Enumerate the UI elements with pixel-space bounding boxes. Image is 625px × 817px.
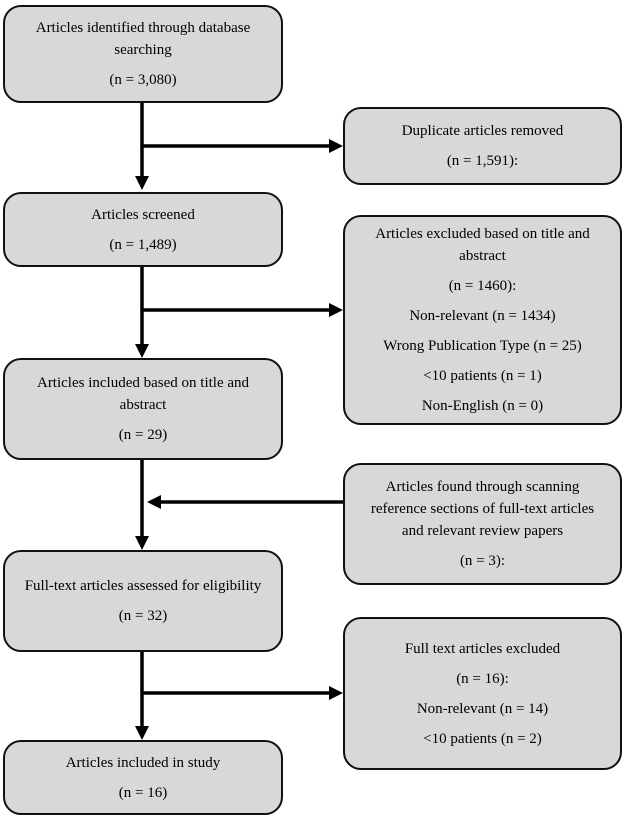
- box-detail: Non-relevant (n = 14): [416, 700, 549, 717]
- box-excluded-title-abstract: Articles excluded based on title and abs…: [343, 215, 622, 425]
- box-count: (n = 1,591):: [446, 153, 519, 169]
- box-detail: <10 patients (n = 2): [423, 730, 542, 747]
- box-articles-screened: Articles screened (n = 1,489): [3, 192, 283, 267]
- box-detail: <10 patients (n = 1): [423, 368, 542, 384]
- box-title: Articles screened: [91, 206, 195, 223]
- box-title: Full-text articles assessed for eligibil…: [24, 578, 262, 594]
- box-detail: Non-English (n = 0): [421, 398, 544, 414]
- box-articles-identified: Articles identified through database sea…: [3, 5, 283, 103]
- box-included-in-study: Articles included in study (n = 16): [3, 740, 283, 815]
- box-count: (n = 29): [118, 427, 168, 443]
- box-title: Full text articles excluded: [404, 640, 561, 657]
- box-count: (n = 3,080): [109, 72, 177, 88]
- box-title: Articles found through scanning referenc…: [370, 479, 595, 539]
- box-detail: Non-relevant (n = 1434): [409, 308, 556, 324]
- box-count: (n = 1,489): [109, 236, 177, 253]
- box-count: (n = 16):: [456, 670, 509, 687]
- box-fulltext-assessed: Full-text articles assessed for eligibil…: [3, 550, 283, 652]
- box-title: Duplicate articles removed: [401, 123, 564, 139]
- box-title: Articles included based on title and abs…: [36, 375, 250, 413]
- box-duplicates-removed: Duplicate articles removed (n = 1,591):: [343, 107, 622, 185]
- box-detail: Wrong Publication Type (n = 25): [383, 338, 582, 354]
- box-count: (n = 16): [118, 784, 168, 801]
- box-title: Articles included in study: [65, 754, 221, 771]
- box-fulltext-excluded: Full text articles excluded (n = 16): No…: [343, 617, 622, 770]
- box-count: (n = 3):: [459, 553, 506, 569]
- box-title: Articles excluded based on title and abs…: [375, 226, 590, 264]
- box-title: Articles identified through database sea…: [35, 20, 251, 58]
- box-included-title-abstract: Articles included based on title and abs…: [3, 358, 283, 460]
- box-count: (n = 1460):: [448, 278, 517, 294]
- box-count: (n = 32): [118, 608, 168, 624]
- box-reference-scanning: Articles found through scanning referenc…: [343, 463, 622, 585]
